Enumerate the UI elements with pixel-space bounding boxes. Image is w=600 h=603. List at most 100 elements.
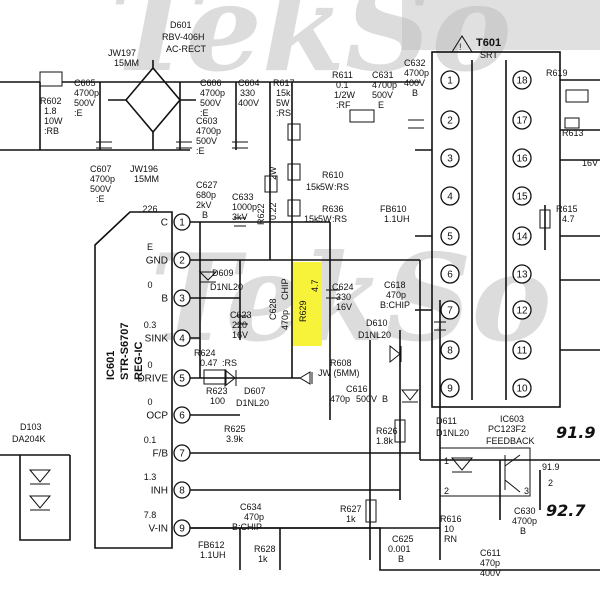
svg-text:SRT: SRT — [480, 50, 498, 60]
svg-text:1.1UH: 1.1UH — [200, 550, 226, 560]
svg-text:0.1: 0.1 — [336, 80, 349, 90]
svg-text:C606: C606 — [200, 78, 222, 88]
svg-text:3kV: 3kV — [232, 212, 248, 222]
svg-text:D609: D609 — [212, 268, 234, 278]
svg-text:PC123F2: PC123F2 — [488, 424, 526, 434]
svg-text:T601: T601 — [476, 37, 501, 49]
svg-text:12: 12 — [516, 306, 528, 317]
svg-text:JW197: JW197 — [108, 48, 136, 58]
svg-text:2: 2 — [447, 116, 453, 127]
svg-text:CHIP: CHIP — [280, 278, 290, 300]
svg-text:D611: D611 — [436, 416, 457, 426]
ic601-pin-voltage: 226 — [142, 204, 157, 214]
svg-text:5: 5 — [447, 232, 453, 243]
transformer-pin-left: 6 — [440, 264, 460, 284]
transformer-pin-left: 2 — [440, 110, 460, 130]
component-glyphs: ! — [28, 35, 589, 523]
svg-text:4700p: 4700p — [196, 126, 221, 136]
svg-text:RN: RN — [444, 534, 457, 544]
svg-text:1: 1 — [444, 456, 449, 466]
svg-text:5W: 5W — [318, 214, 332, 224]
svg-text:FB612: FB612 — [198, 540, 225, 550]
transformer-pin-right: 11 — [512, 340, 532, 360]
ic603-pin-numbers: 1 2 3 — [444, 456, 529, 496]
svg-text:18: 18 — [516, 76, 528, 87]
svg-text:R616: R616 — [440, 514, 462, 524]
transformer-pin-right: 12 — [512, 300, 532, 320]
svg-text::RS: :RS — [222, 358, 237, 368]
svg-text:E: E — [378, 100, 384, 110]
svg-text:D1NL20: D1NL20 — [236, 398, 269, 408]
handwritten-v2: 91.9 — [542, 462, 560, 472]
svg-text:16V: 16V — [232, 330, 248, 340]
transformer-pin-right: 18 — [512, 70, 532, 90]
svg-text:15k: 15k — [276, 88, 291, 98]
svg-text:RBV-406H: RBV-406H — [162, 32, 205, 42]
svg-text:R615: R615 — [556, 204, 578, 214]
transformer-pin-left: 9 — [440, 378, 460, 398]
svg-text:470p: 470p — [480, 558, 500, 568]
svg-text:4.7: 4.7 — [562, 214, 575, 224]
svg-text:3: 3 — [447, 154, 453, 165]
svg-text:D601: D601 — [170, 20, 192, 30]
svg-text:10: 10 — [444, 524, 454, 534]
svg-text:C611: C611 — [480, 548, 501, 558]
svg-text:1.1UH: 1.1UH — [384, 214, 410, 224]
ic601-pin-name: GND — [146, 256, 168, 267]
svg-text::RB: :RB — [44, 126, 59, 136]
svg-text:C627: C627 — [196, 180, 218, 190]
svg-text:D1NL20: D1NL20 — [210, 282, 243, 292]
svg-text:D103: D103 — [20, 422, 42, 432]
svg-text:15k: 15k — [304, 214, 319, 224]
svg-text:R617: R617 — [273, 78, 295, 88]
ic601-pin-voltage: 0 — [147, 397, 152, 407]
scan-shadow — [402, 0, 600, 50]
ic601-pin-voltage: 1.3 — [144, 472, 157, 482]
svg-text:14: 14 — [516, 232, 528, 243]
svg-text:FB610: FB610 — [380, 204, 407, 214]
svg-text:C618: C618 — [384, 280, 406, 290]
transformer-pin-left: 5 — [440, 226, 460, 246]
transformer-pin-left: 7 — [440, 300, 460, 320]
svg-text:7: 7 — [179, 449, 185, 460]
svg-text:16: 16 — [516, 154, 528, 165]
transformer-pin-left: 4 — [440, 186, 460, 206]
svg-text:9: 9 — [179, 524, 185, 535]
svg-text:AC-RECT: AC-RECT — [166, 44, 207, 54]
svg-text:470p: 470p — [330, 394, 350, 404]
svg-text:500V: 500V — [372, 90, 393, 100]
transformer-pin-right: 13 — [512, 264, 532, 284]
svg-text:15MM: 15MM — [134, 174, 159, 184]
svg-text:IC603: IC603 — [500, 414, 524, 424]
svg-text:0.001: 0.001 — [388, 544, 411, 554]
svg-text::RS: :RS — [276, 108, 291, 118]
svg-text:1: 1 — [447, 76, 453, 87]
svg-text:2kV: 2kV — [196, 200, 212, 210]
svg-text::E: :E — [196, 146, 205, 156]
svg-text:400V: 400V — [238, 98, 259, 108]
svg-text:7: 7 — [447, 306, 453, 317]
svg-text::E: :E — [74, 108, 83, 118]
svg-text:R626: R626 — [376, 426, 398, 436]
svg-text:REG-IC: REG-IC — [133, 341, 145, 380]
svg-text:17: 17 — [516, 116, 528, 127]
svg-text:330: 330 — [336, 292, 351, 302]
svg-text:C628: C628 — [268, 298, 278, 320]
